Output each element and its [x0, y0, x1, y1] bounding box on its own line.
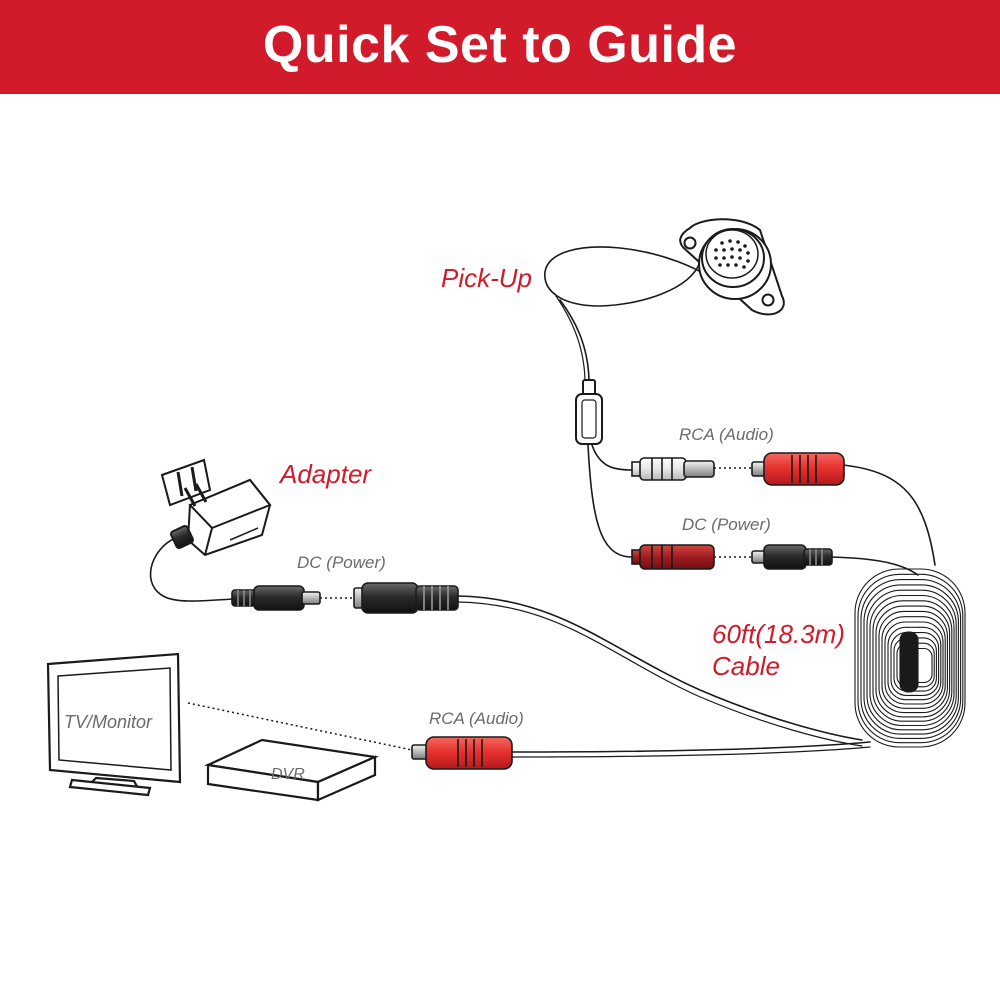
page-title: Quick Set to Guide: [262, 16, 738, 74]
pickup-cable-drop: [559, 299, 590, 381]
dotted-links: [187, 467, 752, 751]
cable-red-rca-bottom-to-coil: [511, 741, 871, 753]
coil-loop: [866, 589, 957, 731]
coil-loop: [890, 632, 940, 696]
pickup-label: Pick-Up: [441, 263, 533, 293]
cable-red-rca-to-coil: [842, 464, 936, 566]
mic-grille-holes: [714, 239, 750, 269]
coil-loop: [872, 600, 953, 722]
cable-length-label: 60ft(18.3m): [712, 619, 845, 649]
dc-power-left-label: DC (Power): [297, 553, 386, 572]
coil-loop: [857, 573, 964, 744]
adapter-label: Adapter: [280, 459, 372, 489]
coil-loop: [875, 605, 951, 718]
rca-audio-top-label: RCA (Audio): [679, 425, 774, 444]
cable-to-darkred-jack: [587, 444, 633, 558]
tv-monitor-label: TV/Monitor: [64, 712, 153, 732]
cable-word-label: Cable: [712, 651, 780, 681]
rca-male-red-top: [751, 452, 845, 486]
cable-coil: [854, 568, 966, 748]
coil-loop: [887, 626, 942, 701]
coil-loop: [884, 621, 944, 705]
wall-outlet: [160, 458, 212, 507]
dvr-box: [204, 738, 379, 802]
dc-male-black-left: [231, 585, 321, 611]
coil-loop: [863, 584, 959, 735]
cable-dc-female-to-coil: [457, 595, 863, 741]
coil-loop: [854, 568, 966, 748]
coil-loop: [869, 594, 955, 727]
coil-loop: [878, 610, 948, 714]
dc-male-black-right: [751, 544, 833, 570]
dvr-label: DVR: [271, 766, 305, 783]
coil-loop: [860, 579, 962, 739]
rca-audio-bottom-label: RCA (Audio): [429, 709, 524, 728]
adapter-cord: [149, 537, 235, 602]
power-adapter: [170, 478, 272, 557]
title-banner: Quick Set to Guide: [0, 0, 1000, 94]
rca-male-red-bottom: [411, 736, 513, 770]
coil-loop: [881, 616, 946, 709]
pickup-microphone: [679, 218, 785, 316]
cable-black-dc-to-coil: [829, 556, 919, 576]
dc-power-right-label: DC (Power): [682, 515, 771, 534]
dc-female-black-left: [353, 582, 459, 614]
dc-female-darkred: [631, 544, 715, 570]
rca-female-white: [631, 457, 715, 481]
tv-monitor: [46, 652, 182, 797]
pickup-cable: [544, 246, 716, 307]
cables: [149, 246, 936, 758]
coil-core: [899, 631, 919, 693]
cable-to-grey-jack: [591, 444, 633, 471]
cable-splitter: [575, 379, 603, 445]
